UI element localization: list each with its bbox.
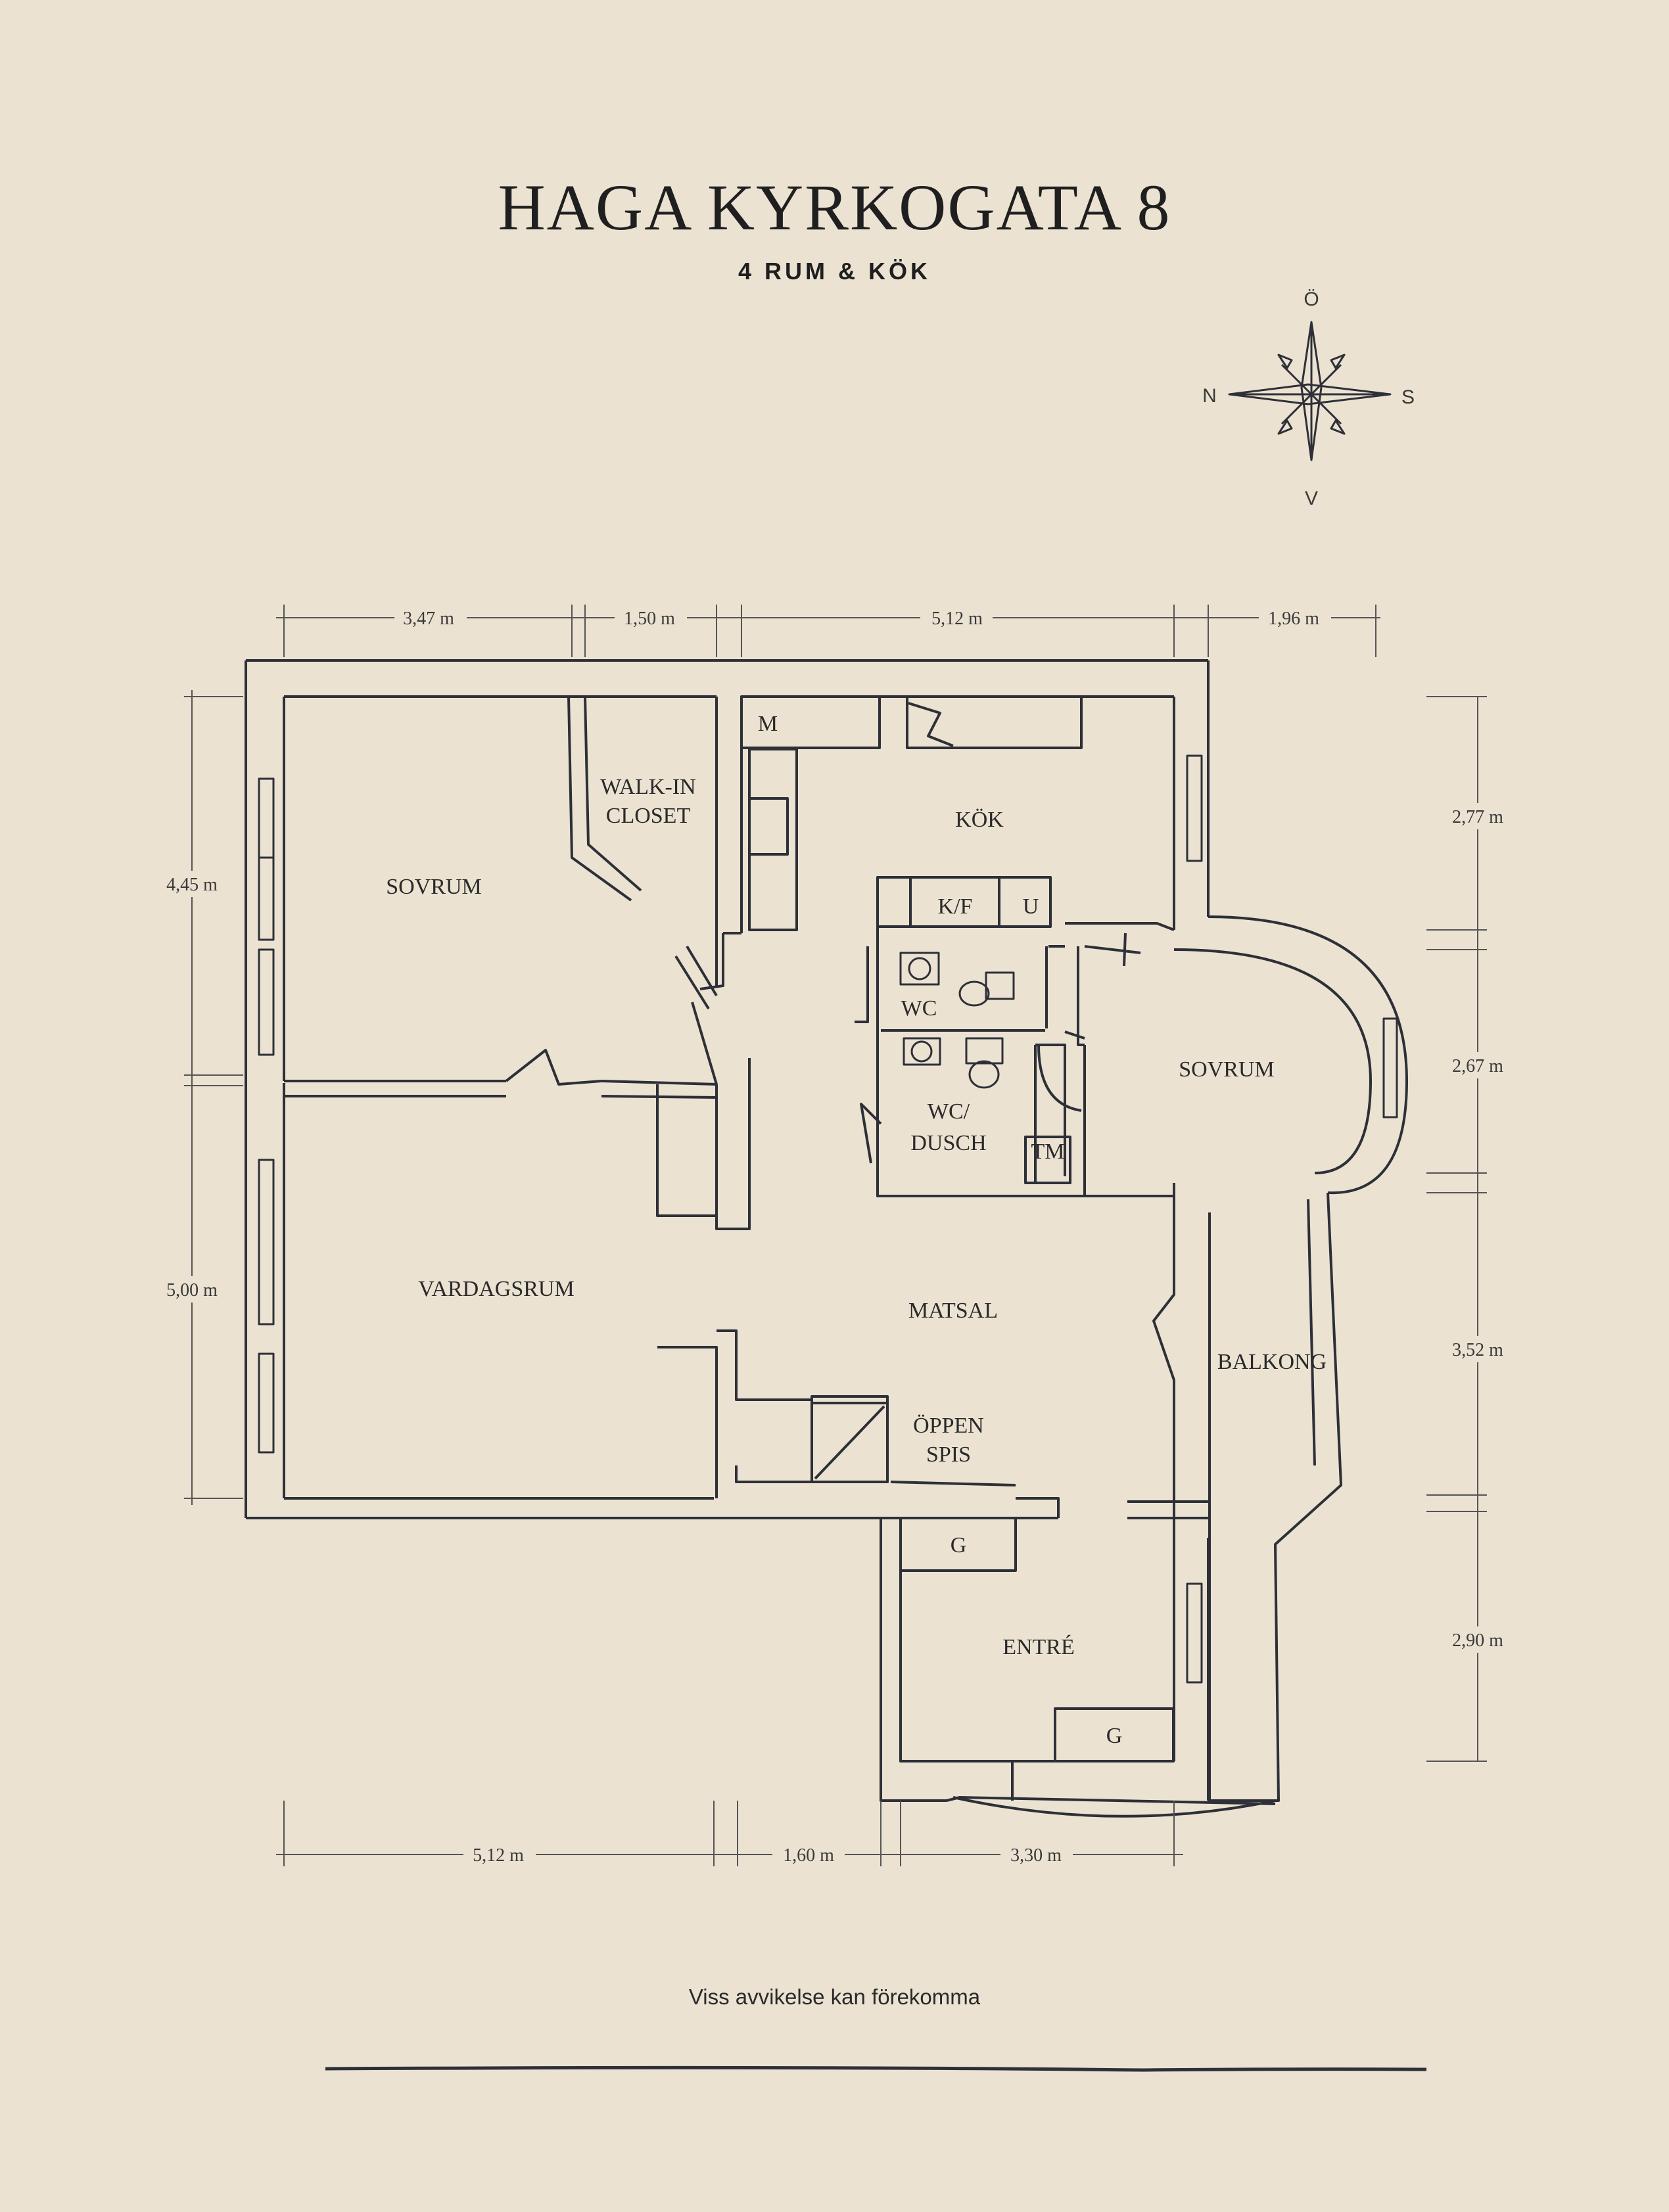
footer-rule (325, 2065, 1427, 2072)
disclaimer-note: Viss avvikelse kan förekomma (688, 1985, 981, 2009)
room-label-oppen: ÖPPEN (913, 1414, 984, 1438)
compass-north-label: N (1202, 385, 1217, 407)
dim-bottom-3: 3,30 m (1010, 1845, 1062, 1866)
fixture-label-g-2: G (1106, 1724, 1123, 1748)
dim-bottom-1: 5,12 m (473, 1845, 524, 1866)
room-label-spis: SPIS (926, 1442, 971, 1467)
dim-top-4: 1,96 m (1268, 609, 1319, 629)
room-label-balkong: BALKONG (1217, 1350, 1327, 1374)
plan-subtitle: 4 RUM & KÖK (738, 258, 931, 285)
room-label-matsal: MATSAL (908, 1299, 998, 1323)
bathroom-fixtures (899, 952, 1015, 1089)
fixture-label-m: M (758, 712, 778, 736)
dim-bottom-2: 1,60 m (783, 1845, 834, 1866)
room-label-sovrum-2: SOVRUM (1179, 1057, 1274, 1082)
dim-right-1: 2,77 m (1452, 807, 1503, 827)
room-label-kok: KÖK (955, 808, 1004, 832)
room-label-wc-dusch-1: WC/ (928, 1099, 970, 1124)
windows (258, 754, 1398, 1684)
fixture-label-g-1: G (951, 1533, 967, 1557)
dim-top-1: 3,47 m (403, 609, 454, 629)
room-label-entre: ENTRÉ (1002, 1635, 1075, 1659)
room-label-wc: WC (901, 996, 937, 1021)
dim-right-2: 2,67 m (1452, 1056, 1503, 1076)
dim-right-4: 2,90 m (1452, 1630, 1503, 1651)
dim-top-3: 5,12 m (931, 609, 983, 629)
outer-walls (245, 659, 1408, 1818)
room-label-walk-in: WALK-IN (600, 775, 695, 799)
plan-title: HAGA KYRKOGATA 8 (498, 171, 1171, 244)
compass-east-label: Ö (1304, 288, 1319, 310)
room-label-wc-dusch-2: DUSCH (910, 1131, 986, 1155)
fixture-label-u: U (1023, 894, 1039, 919)
room-label-closet: CLOSET (606, 804, 691, 828)
dim-left-1: 4,45 m (166, 875, 218, 895)
fixture-label-kf: K/F (938, 894, 973, 919)
room-label-vardagsrum: VARDAGSRUM (418, 1277, 574, 1301)
compass-west-label: V (1305, 488, 1318, 509)
dim-left-2: 5,00 m (166, 1280, 218, 1301)
dimension-lines (184, 605, 1487, 1866)
room-label-sovrum: SOVRUM (386, 875, 481, 899)
fixture-label-tm: TM (1031, 1140, 1065, 1164)
dim-right-3: 3,52 m (1452, 1340, 1503, 1360)
dim-top-2: 1,50 m (624, 609, 675, 629)
compass-rose (1228, 321, 1392, 461)
interior-walls (284, 695, 1175, 1763)
compass-south-label: S (1401, 386, 1415, 408)
